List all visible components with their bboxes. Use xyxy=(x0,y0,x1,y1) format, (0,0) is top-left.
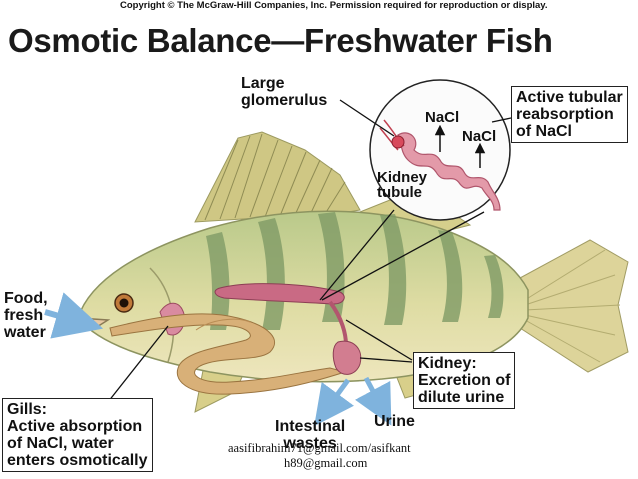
copyright-notice: Copyright © The McGraw-Hill Companies, I… xyxy=(120,0,548,11)
label-gills: Gills: Active absorption of NaCl, water … xyxy=(2,398,153,472)
label-intestinal-wastes: Intestinal wastes xyxy=(275,418,346,452)
label-kidney-excretion: Kidney: Excretion of dilute urine xyxy=(413,352,516,409)
leader-lines xyxy=(107,99,512,403)
label-kidney-tubule: Kidney tubule xyxy=(377,169,428,201)
intestinal-wastes-arrow[interactable] xyxy=(314,378,354,427)
label-nacl-1: NaCl xyxy=(425,109,460,126)
tail-fin xyxy=(519,239,629,373)
bladder xyxy=(332,340,362,375)
label-active-tubular-reabsorption: Active tubular reabsorption of NaCl xyxy=(511,86,628,143)
food-water-arrow[interactable] xyxy=(44,292,104,339)
label-urine: Urine xyxy=(374,413,415,430)
kidney-tubule xyxy=(397,132,501,211)
urine-arrow[interactable] xyxy=(354,376,392,426)
page-title: Osmotic Balance—Freshwater Fish xyxy=(8,22,553,59)
watermark-line-2: h89@gmail.com xyxy=(284,456,368,470)
kidney xyxy=(214,283,345,305)
watermark-line-1: aasifibrahim71@gmail.com/asifkant xyxy=(228,441,411,455)
label-food-fresh-water: Food, fresh water xyxy=(4,290,48,341)
label-large-glomerulus: Large glomerulus xyxy=(241,75,328,109)
label-nacl-2: NaCl xyxy=(462,128,497,145)
glomerulus xyxy=(391,135,405,149)
